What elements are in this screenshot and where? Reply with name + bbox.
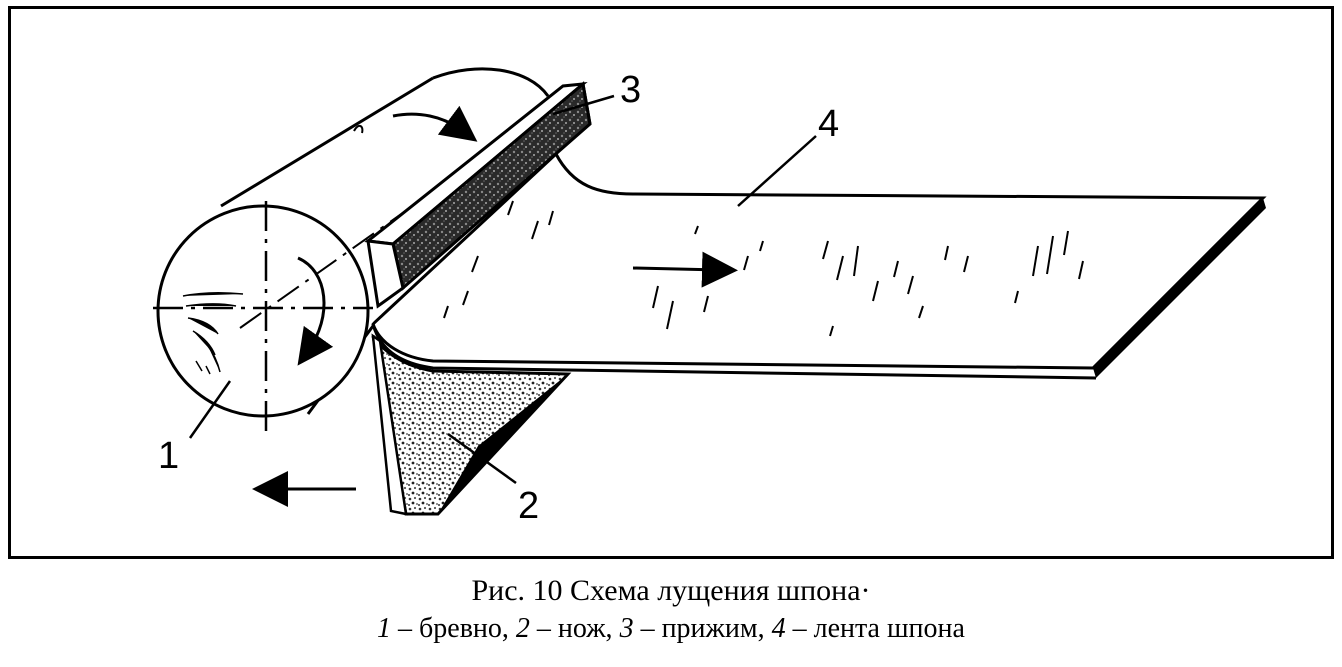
leader-line-3 [552, 94, 615, 116]
caption-title: Рис. 10 Схема лущения шпона· [471, 574, 871, 607]
figure-frame: 1 2 3 4 [8, 6, 1334, 559]
veneer-peeling-diagram: 1 2 3 4 [8, 6, 1334, 559]
callout-1: 1 [158, 435, 179, 477]
knife [371, 333, 572, 516]
callout-2: 2 [518, 485, 539, 527]
caption-legend: 1 – бревно, 2 – нож, 3 – прижим, 4 – лен… [0, 610, 1342, 648]
leader-line-4 [737, 135, 817, 207]
legend-text-2: – нож, [529, 613, 620, 644]
log [153, 67, 550, 438]
legend-text-1: – бревно, [391, 613, 516, 644]
figure-caption: Рис. 10 Схема лущения шпона· 1 – бревно,… [0, 572, 1342, 648]
pressure-bar [364, 81, 592, 309]
veneer-ribbon [371, 151, 1267, 380]
legend-num-1: 1 [377, 613, 392, 644]
legend-num-4: 4 [771, 613, 786, 644]
veneer-direction-arrow [632, 251, 738, 288]
callout-3: 3 [620, 69, 641, 111]
leader-line-2 [447, 432, 517, 485]
legend-text-4: – лента шпона [785, 613, 965, 644]
log-end-face [156, 204, 370, 418]
callout-4: 4 [818, 103, 839, 145]
frame-border [8, 6, 1334, 559]
legend-text-3: – прижим, [633, 613, 772, 644]
legend-num-3: 3 [619, 613, 634, 644]
legend-num-2: 2 [515, 613, 530, 644]
leader-line-1 [188, 380, 232, 439]
